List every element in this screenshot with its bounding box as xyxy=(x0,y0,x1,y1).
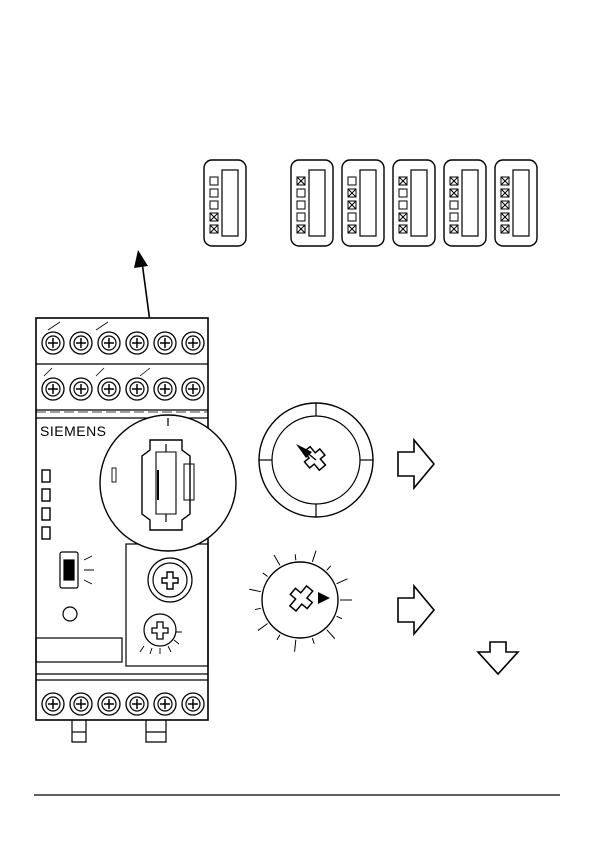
led-box-on xyxy=(297,177,305,185)
magnified-connector xyxy=(100,415,236,551)
led-box-on xyxy=(450,177,458,185)
dial-tick xyxy=(263,573,268,577)
arrow-right-icon xyxy=(398,586,434,634)
led-box-off xyxy=(297,213,305,221)
arrow-right-icon xyxy=(398,440,434,488)
led-box-on xyxy=(348,201,356,209)
indicator-panel xyxy=(204,160,246,246)
arrow-down-icon xyxy=(478,642,518,674)
indicator-panel xyxy=(291,160,333,246)
led-box-on xyxy=(501,177,509,185)
indicator-panel xyxy=(495,160,537,246)
rotary-knob-upper[interactable] xyxy=(259,403,373,517)
led-box-on xyxy=(210,213,218,221)
dial-tick xyxy=(258,624,268,631)
led-box-on xyxy=(501,213,509,221)
dial-tick xyxy=(312,638,314,644)
led-box-on xyxy=(501,201,509,209)
led-box-off xyxy=(399,189,407,197)
dial-tick xyxy=(337,616,342,618)
led-box-on xyxy=(297,225,305,233)
brand-logo: SIEMENS xyxy=(40,423,107,439)
dial-tick xyxy=(295,640,296,652)
led-box-on xyxy=(450,189,458,197)
dial-tick xyxy=(255,608,261,609)
led-box-on xyxy=(450,225,458,233)
led-box-off xyxy=(399,201,407,209)
dial-tick xyxy=(327,566,331,570)
indicator-panel xyxy=(342,160,384,246)
dial-tick xyxy=(295,554,296,560)
led-box-off xyxy=(297,201,305,209)
dial-tick xyxy=(337,579,348,584)
dial-tick xyxy=(312,551,316,562)
led-box-off xyxy=(450,201,458,209)
led-box-off xyxy=(297,189,305,197)
indicator-panels xyxy=(204,160,537,246)
led-box-on xyxy=(399,225,407,233)
led-box-on xyxy=(210,225,218,233)
dial-tick xyxy=(277,635,280,640)
led-box-on xyxy=(399,213,407,221)
dial-tick xyxy=(327,630,335,639)
dial-tick xyxy=(249,589,261,591)
led-box-on xyxy=(501,189,509,197)
indicator-panel xyxy=(444,160,486,246)
led-box-on xyxy=(399,177,407,185)
dial-tick xyxy=(274,555,280,565)
rotary-dial-lower[interactable] xyxy=(249,551,352,652)
led-box-off xyxy=(348,213,356,221)
led-box-off xyxy=(210,189,218,197)
led-box-off xyxy=(210,177,218,185)
led-box-off xyxy=(348,177,356,185)
led-box-on xyxy=(348,225,356,233)
indicator-panel xyxy=(393,160,435,246)
led-box-on xyxy=(348,189,356,197)
led-box-off xyxy=(210,201,218,209)
led-box-off xyxy=(450,213,458,221)
led-box-on xyxy=(501,225,509,233)
